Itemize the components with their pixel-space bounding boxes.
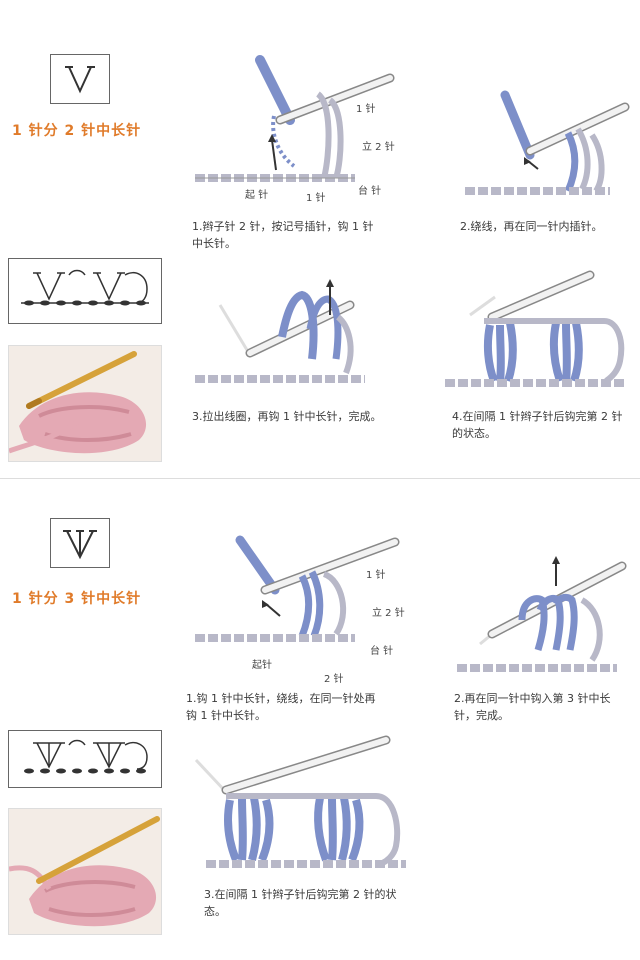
chart-symbol-box-2	[8, 730, 162, 788]
step3-diagram	[190, 275, 390, 395]
step4-diagram	[440, 275, 635, 395]
label-tai: 台 针	[358, 182, 381, 197]
stitch-chart	[9, 259, 161, 323]
stitch-symbol-box-2	[50, 518, 110, 568]
label-one: 1 针	[356, 100, 376, 115]
v-stitch-symbol	[51, 55, 109, 103]
step3-caption: 3.拉出线圈，再钩 1 针中长针，完成。	[192, 408, 392, 425]
step2-caption: 2.绕线，再在同一针内插针。	[460, 218, 630, 235]
step1-caption: 1.辫子针 2 针，按记号插针，钩 1 针中长针。	[192, 218, 382, 252]
s2-label-stand: 立 2 针	[372, 604, 405, 619]
s2-step3-diagram	[186, 740, 426, 880]
sample-photo	[8, 345, 162, 462]
s2-step2-diagram	[452, 560, 632, 685]
step4-caption: 4.在间隔 1 针辫子针后钩完第 2 针的状态。	[452, 408, 627, 442]
s2-label-two: 2 针	[324, 670, 344, 685]
stitch-chart-2	[9, 731, 161, 787]
v-three-stitch-symbol	[51, 519, 109, 567]
s2-label-base: 起针	[252, 656, 272, 671]
label-stand: 立 2 针	[362, 138, 395, 153]
section-title: 1 针分 2 针中长针	[12, 120, 141, 140]
stitch-symbol-box	[50, 54, 110, 104]
s2-step3-caption: 3.在间隔 1 针辫子针后钩完第 2 针的状态。	[204, 886, 404, 920]
label-base: 起 针	[245, 186, 268, 201]
section-divider	[0, 478, 640, 479]
chart-symbol-box	[8, 258, 162, 324]
s2-step2-caption: 2.再在同一针中钩入第 3 针中长针，完成。	[454, 690, 629, 724]
s2-label-tai: 台 针	[370, 642, 393, 657]
sample-photo-2	[8, 808, 162, 935]
section-title-2: 1 针分 3 针中长针	[12, 588, 141, 608]
step2-diagram	[460, 95, 630, 210]
label-one-bottom: 1 针	[306, 189, 326, 204]
s2-step1-caption: 1.钩 1 针中长针，绕线，在同一针处再钩 1 针中长针。	[186, 690, 386, 724]
s2-label-one: 1 针	[366, 566, 386, 581]
step1-diagram	[190, 60, 420, 210]
